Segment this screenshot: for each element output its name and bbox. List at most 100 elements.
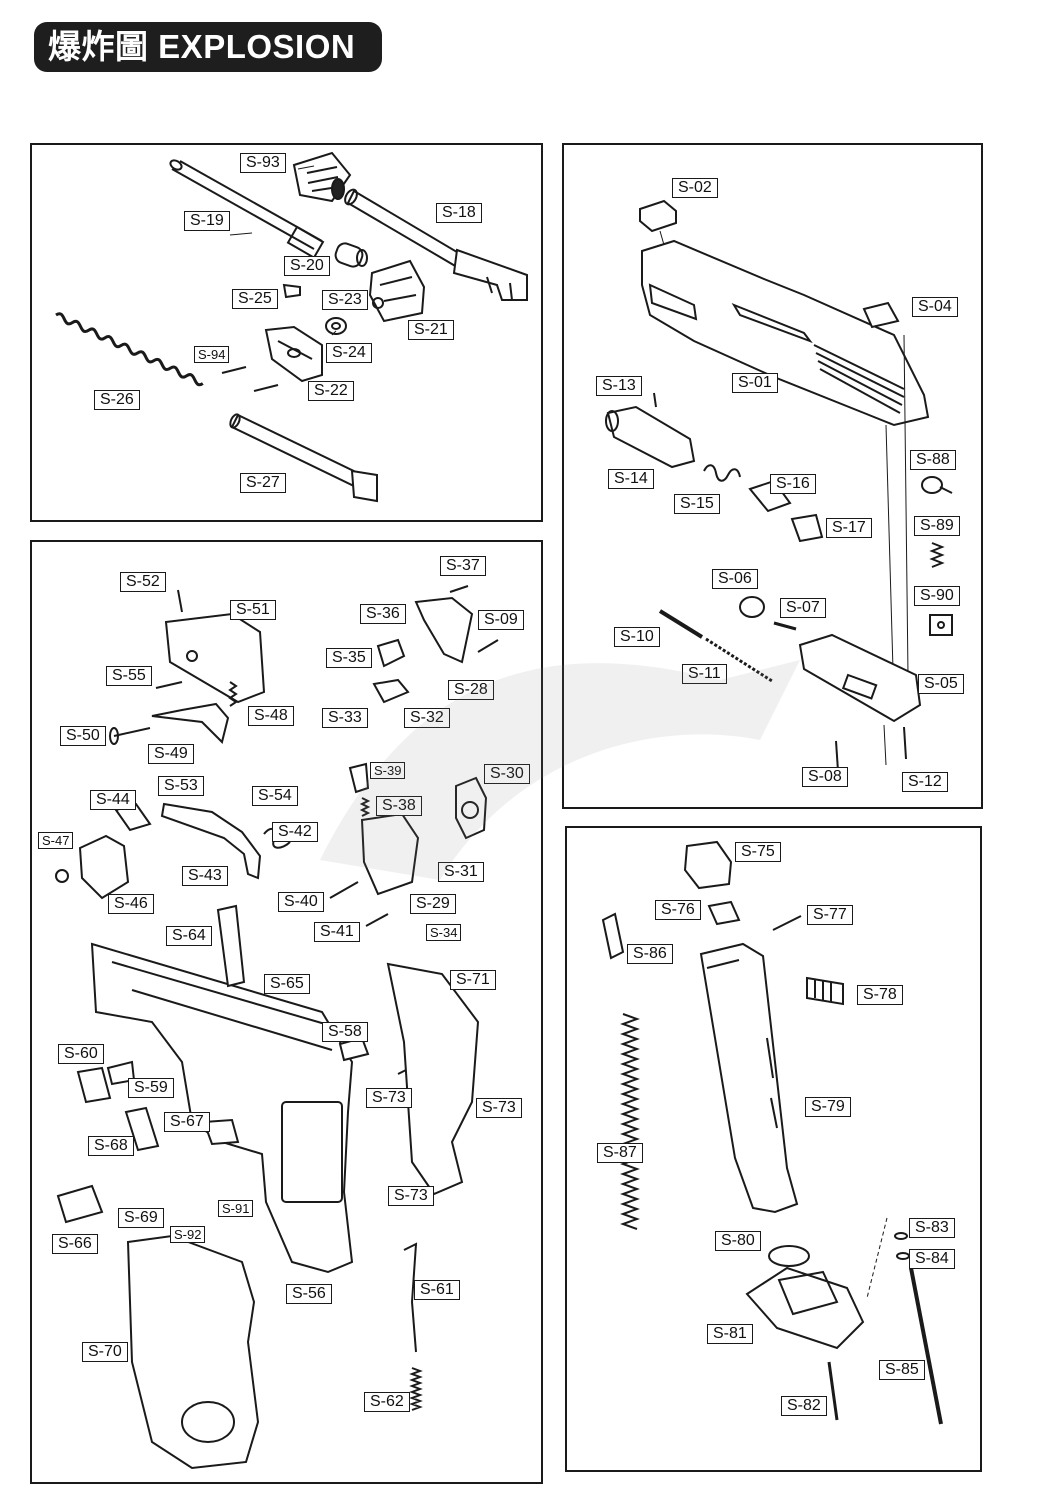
part-label: S-09 <box>478 610 524 630</box>
part-label: S-65 <box>264 974 310 994</box>
decocker-lever-part <box>78 834 130 900</box>
part-label: S-05 <box>918 674 964 694</box>
pin-part <box>329 881 359 899</box>
grip-panel-part <box>386 962 480 1196</box>
part-label: S-07 <box>780 598 826 618</box>
part-label: S-48 <box>248 706 294 726</box>
frame-assembly-panel: S-52 S-51 S-37 S-36 S-09 S-35 S-28 S-55 … <box>30 540 543 1484</box>
spring-part <box>409 1367 423 1411</box>
trigger-pin-part <box>202 1118 240 1146</box>
ring-part <box>325 317 347 335</box>
part-label: S-15 <box>674 494 720 514</box>
part-label: S-62 <box>364 1392 410 1412</box>
part-label: S-40 <box>278 892 324 912</box>
part-label: S-22 <box>308 381 354 401</box>
valve-part <box>748 479 792 513</box>
slide-part <box>641 239 930 427</box>
hop-up-chamber-part <box>292 151 352 203</box>
part-label: S-91 <box>218 1200 254 1217</box>
screw-part <box>883 724 887 766</box>
grip-part <box>126 1234 260 1470</box>
spring-part <box>929 542 945 568</box>
part-label: S-21 <box>408 320 454 340</box>
lock-block-part <box>264 325 323 383</box>
part-label: S-16 <box>770 474 816 494</box>
part-label: S-88 <box>910 450 956 470</box>
lever-part <box>376 638 406 668</box>
hammer-part <box>455 776 488 840</box>
part-label: S-93 <box>240 153 286 173</box>
pin-part <box>113 727 151 737</box>
part-label: S-76 <box>655 900 701 920</box>
part-label: S-23 <box>322 290 368 310</box>
guide-rod-part <box>229 413 378 503</box>
sear-part <box>151 702 230 744</box>
part-label: S-81 <box>707 1324 753 1344</box>
part-label: S-27 <box>240 473 286 493</box>
part-label: S-46 <box>108 894 154 914</box>
pin-part <box>772 915 802 931</box>
part-label: S-51 <box>230 600 276 620</box>
disc-part <box>739 596 765 618</box>
part-label: S-39 <box>370 762 406 779</box>
loading-nozzle-housing-part <box>798 633 922 723</box>
part-label: S-58 <box>322 1022 368 1042</box>
part-label: S-14 <box>608 469 654 489</box>
part-label: S-26 <box>94 390 140 410</box>
valve-cap-part <box>790 513 824 543</box>
part-label: S-68 <box>88 1136 134 1156</box>
rear-sight-part <box>639 199 677 233</box>
part-label: S-33 <box>322 708 368 728</box>
slide-stop-part <box>216 904 246 988</box>
part-label: S-94 <box>194 346 230 363</box>
part-label: S-41 <box>314 922 360 942</box>
screw-part <box>773 621 797 631</box>
inner-barrel-part <box>169 159 325 259</box>
part-label: S-04 <box>912 297 958 317</box>
pin-part <box>155 681 183 689</box>
nozzle-part <box>606 405 696 469</box>
slide-assembly-panel: S-02 S-04 S-01 S-13 S-88 S-14 S-16 S-15 … <box>562 143 983 809</box>
screw-part <box>827 1361 839 1421</box>
magazine-catch-part <box>76 1066 112 1104</box>
part-label: S-83 <box>909 1218 955 1238</box>
part-label: S-75 <box>735 842 781 862</box>
follower-rod-part <box>601 912 625 960</box>
hammer-housing-part <box>164 612 266 704</box>
frame-parts-drawing <box>55 585 499 1470</box>
part-label: S-34 <box>426 924 462 941</box>
part-label: S-73 <box>366 1088 412 1108</box>
part-label: S-73 <box>388 1186 434 1206</box>
spring-part <box>228 681 238 707</box>
part-label: S-50 <box>60 726 106 746</box>
part-label: S-38 <box>376 796 422 816</box>
sear-housing-part <box>414 596 474 664</box>
trigger-bar-part <box>160 802 262 880</box>
part-label: S-06 <box>712 569 758 589</box>
part-label: S-86 <box>627 944 673 964</box>
rod-part <box>658 609 704 639</box>
trigger-spring-rod-part <box>403 1242 418 1353</box>
part-label: S-35 <box>326 648 372 668</box>
part-label: S-55 <box>106 666 152 686</box>
watermark-logo <box>320 660 800 880</box>
bushing-part <box>334 242 368 268</box>
part-label: S-11 <box>682 664 727 684</box>
spring-part <box>359 797 371 817</box>
part-label: S-02 <box>672 178 718 198</box>
screw-part <box>449 585 469 593</box>
magazine-parts-drawing <box>601 840 943 1425</box>
part-label: S-44 <box>90 790 136 810</box>
part-label: S-69 <box>118 1208 164 1228</box>
frame-part <box>90 942 354 1274</box>
trigger-part <box>124 1106 160 1152</box>
screw-part <box>253 384 279 392</box>
barrel-assembly-panel: S-93 S-19 S-18 S-20 S-25 S-23 S-21 S-94 … <box>30 143 543 522</box>
pin-part <box>365 913 389 927</box>
spring-part <box>705 637 773 683</box>
part-label: S-67 <box>164 1112 210 1132</box>
part-label: S-25 <box>232 289 278 309</box>
part-label: S-90 <box>914 586 960 606</box>
screw-part <box>909 1267 943 1425</box>
part-label: S-89 <box>914 516 960 536</box>
